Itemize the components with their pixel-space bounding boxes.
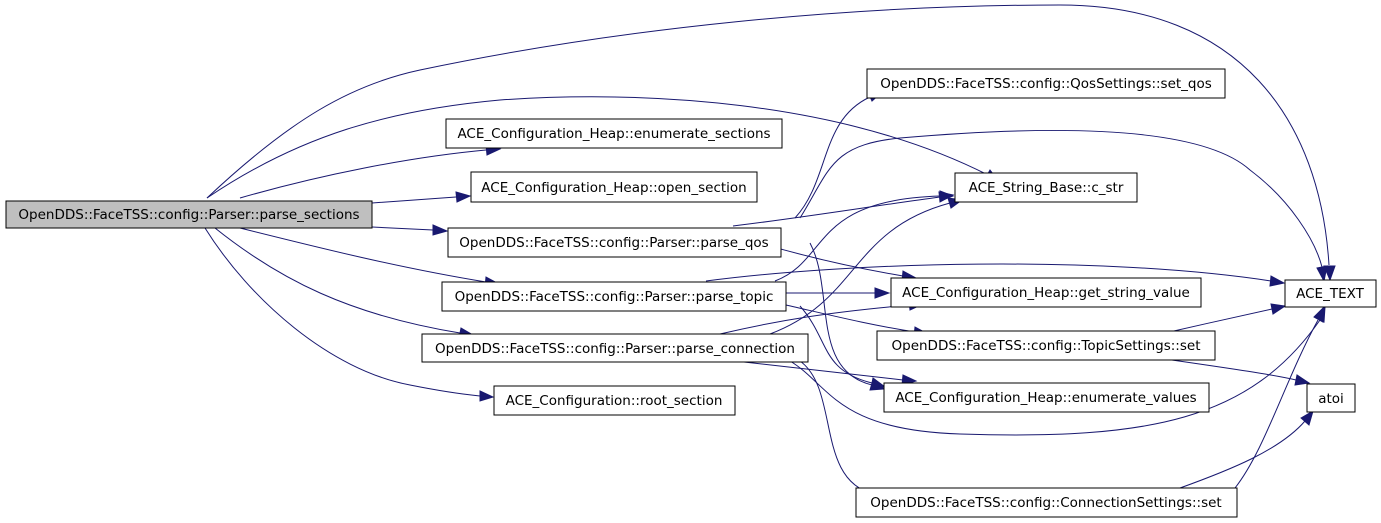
node-enumerate-values-label: ACE_Configuration_Heap::enumerate_values xyxy=(895,390,1196,406)
node-enumerate-sections[interactable]: ACE_Configuration_Heap::enumerate_sectio… xyxy=(445,118,783,149)
node-connection-settings-set-label: OpenDDS::FaceTSS::config::ConnectionSett… xyxy=(870,495,1221,511)
node-connection-settings-set[interactable]: OpenDDS::FaceTSS::config::ConnectionSett… xyxy=(855,487,1238,518)
node-set-qos[interactable]: OpenDDS::FaceTSS::config::QosSettings::s… xyxy=(866,68,1226,99)
edge-parse-connection-to-enumerate-values xyxy=(734,360,918,386)
node-parse-sections-label: OpenDDS::FaceTSS::config::Parser::parse_… xyxy=(18,207,359,223)
edge-connection-set-to-atoi xyxy=(1179,409,1314,489)
node-parse-connection[interactable]: OpenDDS::FaceTSS::config::Parser::parse_… xyxy=(421,333,809,363)
edge-parse-topic-to-ace-text xyxy=(705,263,1286,287)
node-c-str[interactable]: ACE_String_Base::c_str xyxy=(954,172,1138,203)
node-c-str-label: ACE_String_Base::c_str xyxy=(969,180,1124,196)
node-ace-text[interactable]: ACE_TEXT xyxy=(1284,279,1377,308)
edge-connection-set-to-ace-text xyxy=(1234,305,1325,489)
edge-parse-sections-to-root-section xyxy=(204,227,495,402)
node-open-section[interactable]: ACE_Configuration_Heap::open_section xyxy=(470,171,758,203)
node-root-section[interactable]: ACE_Configuration::root_section xyxy=(493,385,736,416)
edge-parse-qos-to-get-string-value xyxy=(759,242,918,282)
node-topic-settings-set[interactable]: OpenDDS::FaceTSS::config::TopicSettings:… xyxy=(876,330,1216,361)
node-atoi-label: atoi xyxy=(1318,391,1344,407)
edge-topic-set-to-atoi xyxy=(1164,358,1311,386)
node-set-qos-label: OpenDDS::FaceTSS::config::QosSettings::s… xyxy=(880,76,1212,92)
edge-parse-sections-to-enumerate-sections xyxy=(239,144,502,199)
node-enumerate-sections-label: ACE_Configuration_Heap::enumerate_sectio… xyxy=(457,126,770,142)
node-topic-settings-set-label: OpenDDS::FaceTSS::config::TopicSettings:… xyxy=(892,338,1201,354)
node-parse-qos[interactable]: OpenDDS::FaceTSS::config::Parser::parse_… xyxy=(447,227,782,258)
node-parse-connection-label: OpenDDS::FaceTSS::config::Parser::parse_… xyxy=(435,341,795,357)
node-parse-topic[interactable]: OpenDDS::FaceTSS::config::Parser::parse_… xyxy=(441,281,787,312)
edge-parse-topic-to-c-str xyxy=(774,190,955,282)
node-parse-qos-label: OpenDDS::FaceTSS::config::Parser::parse_… xyxy=(459,235,768,251)
node-enumerate-values[interactable]: ACE_Configuration_Heap::enumerate_values xyxy=(883,382,1210,413)
edge-parse-sections-to-open-section xyxy=(371,191,472,204)
node-open-section-label: ACE_Configuration_Heap::open_section xyxy=(481,180,746,196)
node-parse-sections[interactable]: OpenDDS::FaceTSS::config::Parser::parse_… xyxy=(5,200,373,229)
node-get-string-value-label: ACE_Configuration_Heap::get_string_value xyxy=(902,285,1190,301)
edge-parse-topic-to-get-string-value xyxy=(785,287,891,299)
node-atoi[interactable]: atoi xyxy=(1306,383,1356,413)
node-root-section-label: ACE_Configuration::root_section xyxy=(506,393,723,409)
edge-parse-qos-to-set-qos xyxy=(794,91,884,219)
node-get-string-value[interactable]: ACE_Configuration_Heap::get_string_value xyxy=(890,277,1202,308)
edge-topic-set-to-ace-text xyxy=(1164,303,1287,334)
node-ace-text-label: ACE_TEXT xyxy=(1296,286,1364,302)
edge-parse-sections-to-parse-connection xyxy=(214,227,475,339)
edge-parse-qos-to-ace-text xyxy=(799,129,1328,283)
node-parse-topic-label: OpenDDS::FaceTSS::config::Parser::parse_… xyxy=(455,289,774,305)
edge-parse-sections-to-parse-qos xyxy=(371,224,449,236)
